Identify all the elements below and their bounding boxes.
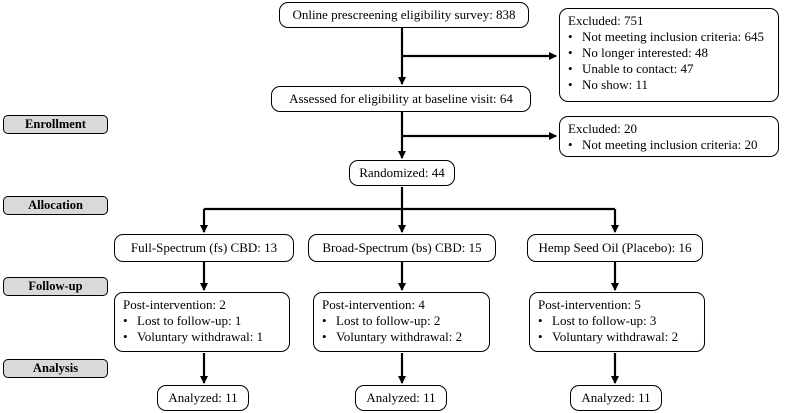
list-item: No longer interested: 48 bbox=[568, 45, 778, 61]
list-item: Lost to follow-up: 2 bbox=[322, 313, 489, 329]
arm-bs-box: Broad-Spectrum (bs) CBD: 15 bbox=[308, 234, 496, 262]
followup-placebo-list: Lost to follow-up: 3 Voluntary withdrawa… bbox=[538, 313, 704, 345]
followup-placebo-box: Post-intervention: 5 Lost to follow-up: … bbox=[529, 292, 705, 352]
excluded-20-list: Not meeting inclusion criteria: 20 bbox=[568, 137, 778, 153]
followup-bs-list: Lost to follow-up: 2 Voluntary withdrawa… bbox=[322, 313, 489, 345]
list-item: Lost to follow-up: 3 bbox=[538, 313, 704, 329]
excluded-751-list: Not meeting inclusion criteria: 645 No l… bbox=[568, 29, 778, 93]
list-item: Not meeting inclusion criteria: 645 bbox=[568, 29, 778, 45]
list-item: Unable to contact: 47 bbox=[568, 61, 778, 77]
survey-box: Online prescreening eligibility survey: … bbox=[279, 2, 529, 28]
assessed-box: Assessed for eligibility at baseline vis… bbox=[271, 86, 531, 112]
excluded-20-heading: Excluded: 20 bbox=[568, 121, 637, 136]
followup-bs-heading: Post-intervention: 4 bbox=[322, 297, 425, 312]
list-item: Lost to follow-up: 1 bbox=[123, 313, 289, 329]
arm-placebo-box: Hemp Seed Oil (Placebo): 16 bbox=[527, 234, 703, 262]
randomized-box: Randomized: 44 bbox=[349, 160, 455, 186]
followup-fs-heading: Post-intervention: 2 bbox=[123, 297, 226, 312]
excluded-751-heading: Excluded: 751 bbox=[568, 13, 644, 28]
stage-analysis: Analysis bbox=[3, 359, 108, 378]
stage-followup: Follow-up bbox=[3, 277, 108, 296]
followup-fs-box: Post-intervention: 2 Lost to follow-up: … bbox=[114, 292, 290, 352]
stage-allocation: Allocation bbox=[3, 196, 108, 215]
followup-placebo-heading: Post-intervention: 5 bbox=[538, 297, 641, 312]
list-item: Voluntary withdrawal: 2 bbox=[538, 329, 704, 345]
analyzed-bs-box: Analyzed: 11 bbox=[355, 385, 447, 411]
list-item: Voluntary withdrawal: 2 bbox=[322, 329, 489, 345]
arm-fs-box: Full-Spectrum (fs) CBD: 13 bbox=[114, 234, 294, 262]
excluded-20-box: Excluded: 20 Not meeting inclusion crite… bbox=[559, 116, 779, 157]
excluded-751-box: Excluded: 751 Not meeting inclusion crit… bbox=[559, 8, 779, 102]
list-item: Voluntary withdrawal: 1 bbox=[123, 329, 289, 345]
list-item: Not meeting inclusion criteria: 20 bbox=[568, 137, 778, 153]
followup-bs-box: Post-intervention: 4 Lost to follow-up: … bbox=[313, 292, 490, 352]
analyzed-fs-box: Analyzed: 11 bbox=[157, 385, 249, 411]
list-item: No show: 11 bbox=[568, 77, 778, 93]
followup-fs-list: Lost to follow-up: 1 Voluntary withdrawa… bbox=[123, 313, 289, 345]
stage-enrollment: Enrollment bbox=[3, 115, 108, 134]
analyzed-placebo-box: Analyzed: 11 bbox=[570, 385, 662, 411]
